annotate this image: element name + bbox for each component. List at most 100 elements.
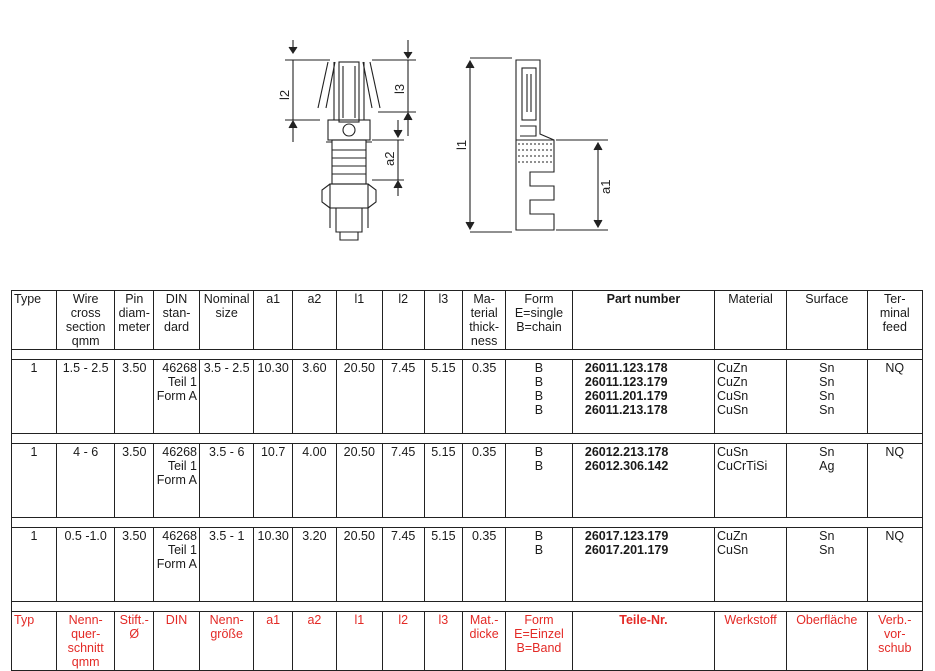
cell-line: B (534, 459, 544, 473)
cell-line: Form A (156, 473, 198, 487)
cell-line: B (534, 445, 544, 459)
cell-l2: 7.45 (381, 443, 425, 518)
column-header: Ter- minal feed (866, 290, 923, 350)
german-column-header: Verb.- vor- schub (866, 611, 923, 671)
cell-wire: 1.5 - 2.5 (55, 359, 116, 434)
column-header: l2 (381, 290, 425, 350)
cell-line: Ag (819, 459, 835, 473)
german-column-header: Form E=Einzel B=Band (505, 611, 573, 671)
cell-a1: 10.7 (253, 443, 293, 518)
german-column-header: Typ (11, 611, 57, 671)
cell-thick: 0.35 (462, 443, 507, 518)
cell-line: 26017.201.179 (584, 543, 669, 557)
cell-line: Teil 1 (167, 459, 198, 473)
german-column-header: Stift.- Ø (114, 611, 155, 671)
column-header: l3 (423, 290, 464, 350)
column-header: a1 (253, 290, 293, 350)
cell-feed: NQ (866, 359, 923, 434)
cell-line: 26012.213.178 (584, 445, 669, 459)
german-column-header: Teile-Nr. (571, 611, 715, 671)
cell-line: Sn (819, 529, 835, 543)
dim-label-l1: l1 (454, 140, 469, 150)
cell-l1: 20.50 (335, 527, 383, 602)
cell-line: Sn (819, 543, 835, 557)
column-header: Pin diam- meter (114, 290, 155, 350)
cell-line: B (534, 529, 544, 543)
cell-line: B (534, 389, 544, 403)
cell-line: Sn (819, 361, 835, 375)
cell-line: 46268 (162, 445, 198, 459)
cell-line: B (534, 375, 544, 389)
column-header: Form E=single B=chain (505, 290, 573, 350)
cell-a1: 10.30 (253, 527, 293, 602)
german-column-header: Nenn- größe (199, 611, 255, 671)
german-column-header: a1 (253, 611, 293, 671)
cell-nominal: 3.5 - 1 (199, 527, 255, 602)
german-column-header: Nenn- quer- schnitt qmm (55, 611, 116, 671)
cell-line: Sn (819, 375, 835, 389)
cell-nominal: 3.5 - 2.5 (199, 359, 255, 434)
cell-line: CuSn (716, 543, 749, 557)
cell-line: 26011.213.178 (584, 403, 668, 417)
cell-feed: NQ (866, 527, 923, 602)
german-column-header: DIN (153, 611, 201, 671)
cell-line: B (534, 361, 544, 375)
cell-wire: 0.5 -1.0 (55, 527, 116, 602)
german-column-header: Werkstoff (713, 611, 788, 671)
cell-l2: 7.45 (381, 527, 425, 602)
column-header: Nominal size (199, 290, 255, 350)
column-header: Part number (571, 290, 715, 350)
cell-line: CuZn (716, 361, 748, 375)
column-header: Type (11, 290, 57, 350)
front-view-dimensions (285, 40, 416, 196)
cell-line: 26011.123.179 (584, 375, 668, 389)
cell-line: CuZn (716, 529, 748, 543)
german-column-header: l2 (381, 611, 425, 671)
column-header: a2 (291, 290, 337, 350)
dim-label-a2: a2 (382, 152, 397, 166)
cell-line: 26011.123.178 (584, 361, 668, 375)
cell-line: Form A (156, 389, 198, 403)
cell-line: Form A (156, 557, 198, 571)
cell-type: 1 (11, 443, 57, 518)
german-column-header: Mat.- dicke (462, 611, 507, 671)
cell-line: Sn (819, 389, 835, 403)
cell-thick: 0.35 (462, 359, 507, 434)
cell-line: Sn (819, 403, 835, 417)
cell-line: CuSn (716, 403, 749, 417)
cell-nominal: 3.5 - 6 (199, 443, 255, 518)
dim-label-l2: l2 (277, 90, 292, 100)
german-column-header: l1 (335, 611, 383, 671)
german-column-header: Oberfläche (786, 611, 868, 671)
cell-line: 26012.306.142 (584, 459, 669, 473)
column-header: l1 (335, 290, 383, 350)
cell-l3: 5.15 (423, 527, 464, 602)
cell-a2: 3.20 (291, 527, 337, 602)
cell-line: CuSn (716, 389, 749, 403)
column-header: DIN stan- dard (153, 290, 201, 350)
side-view-dimensions (465, 57, 608, 233)
cell-line: B (534, 543, 544, 557)
column-header: Wire cross section qmm (55, 290, 116, 350)
cell-l1: 20.50 (335, 359, 383, 434)
cell-line: 46268 (162, 529, 198, 543)
cell-type: 1 (11, 527, 57, 602)
front-view (317, 61, 381, 241)
cell-line: B (534, 403, 544, 417)
